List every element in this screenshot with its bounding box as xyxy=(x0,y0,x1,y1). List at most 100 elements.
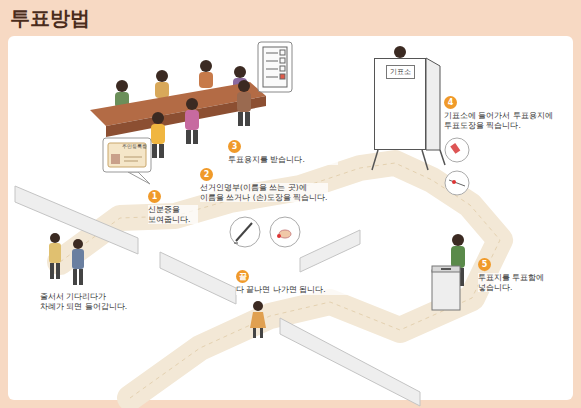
queue-person xyxy=(56,263,60,279)
staff xyxy=(234,66,246,78)
voter xyxy=(186,98,198,110)
step-text: 신분증을 보여줍니다. xyxy=(148,205,198,224)
voting-booth xyxy=(394,46,406,58)
voter xyxy=(238,80,250,92)
voter xyxy=(193,130,198,144)
ballot-callout xyxy=(266,77,278,78)
staff xyxy=(116,80,128,92)
callout-number: 4 xyxy=(444,96,457,109)
card-label: 주민등록증 xyxy=(122,144,146,150)
walkway xyxy=(60,163,500,398)
id-card-callout xyxy=(124,161,138,162)
exiting-person xyxy=(250,312,266,328)
voter xyxy=(238,112,243,126)
voter xyxy=(152,144,157,158)
pen-icon xyxy=(236,223,252,241)
voter xyxy=(152,112,164,124)
id-card-callout xyxy=(124,157,142,158)
id-card-callout xyxy=(103,138,151,184)
ballot-callout xyxy=(280,66,285,71)
exiting-person xyxy=(250,301,266,338)
voter xyxy=(151,124,165,144)
stamp-icon xyxy=(445,171,469,195)
staff xyxy=(156,70,168,82)
voting-booth xyxy=(440,150,445,165)
step: 5 투표지를 투표함에 넣습니다. xyxy=(478,258,558,292)
wall xyxy=(15,186,138,254)
wall xyxy=(15,186,420,406)
pen-icon xyxy=(230,217,260,247)
pen-icon xyxy=(270,217,300,247)
stamp-icon xyxy=(445,138,469,195)
staff xyxy=(155,82,169,98)
voting-booth xyxy=(372,150,378,170)
id-card-callout xyxy=(108,143,146,167)
booth-sign: 기표소 xyxy=(386,65,415,79)
pen-icon xyxy=(277,234,281,238)
ballot-callout xyxy=(266,61,278,62)
table xyxy=(90,82,266,137)
voting-booth xyxy=(426,58,440,150)
step-text: 투표지를 투표함에 넣습니다. xyxy=(478,273,558,292)
step: 끝다 끝나면 나가면 됩니다. xyxy=(236,270,351,295)
voting-booth xyxy=(422,150,428,170)
voter xyxy=(245,112,250,126)
id-card-callout xyxy=(111,154,120,164)
step-text: 투표용지를 받습니다. xyxy=(228,155,338,165)
callout-number: 5 xyxy=(478,258,491,271)
step: 4 기표소에 들어가서 투표용지에 투표도장을 찍습니다. xyxy=(444,96,572,130)
ballot-callout xyxy=(263,47,287,87)
step-text: 기표소에 들어가서 투표용지에 투표도장을 찍습니다. xyxy=(444,111,572,130)
queue-person xyxy=(73,269,77,285)
voting-booth-panel: 기표소 xyxy=(374,58,426,150)
staff xyxy=(199,72,213,88)
queue-person xyxy=(73,239,83,249)
panel xyxy=(8,36,573,400)
queue-text: 줄서서 기다리다가 차례가 되면 들어갑니다. xyxy=(40,292,132,311)
wall xyxy=(160,252,236,304)
id-card-callout xyxy=(128,172,150,184)
ballot-box xyxy=(432,270,460,310)
walkway xyxy=(60,163,500,398)
exiting-person xyxy=(253,328,256,338)
pen-icon xyxy=(230,217,300,247)
queue-person xyxy=(79,269,83,285)
step: 1신분증을 보여줍니다. xyxy=(148,190,198,224)
ballot-box xyxy=(451,246,465,268)
id-card-callout xyxy=(103,138,151,172)
ballot-box xyxy=(432,234,465,310)
step-text: 다 끝나면 나가면 됩니다. xyxy=(236,285,351,295)
ballot-box xyxy=(441,268,451,270)
voting-booth xyxy=(372,46,445,170)
queue-person xyxy=(50,233,60,243)
voter xyxy=(185,110,199,130)
queue-person xyxy=(72,249,84,269)
stamp-icon xyxy=(452,180,456,184)
callout-number: 3 xyxy=(228,140,241,153)
stamp-icon xyxy=(445,138,469,162)
callout-number: 끝 xyxy=(236,270,249,283)
ballot-callout xyxy=(280,50,285,55)
step: 2선거인명부(이름을 쓰는 곳)에 이름을 쓰거나 (손)도장을 찍습니다. xyxy=(200,168,328,202)
ballot-callout xyxy=(266,69,278,70)
ballot-callout xyxy=(266,53,278,54)
queue-person xyxy=(50,263,54,279)
voter xyxy=(151,80,251,158)
voter xyxy=(186,130,191,144)
staff xyxy=(200,60,212,72)
ballot-callout xyxy=(280,74,285,79)
voter xyxy=(159,144,164,158)
step: 3 투표용지를 받습니다. xyxy=(228,140,338,165)
exiting-person xyxy=(253,301,263,311)
ballot-box xyxy=(452,234,464,246)
stamp-icon xyxy=(449,180,465,186)
title: 투표방법 xyxy=(10,5,90,32)
ballot-callout xyxy=(258,42,292,92)
voter xyxy=(237,92,251,112)
ballot-callout xyxy=(258,42,292,92)
callout-number: 2 xyxy=(200,168,213,181)
queue-person xyxy=(49,233,84,285)
queue-person xyxy=(49,243,61,263)
